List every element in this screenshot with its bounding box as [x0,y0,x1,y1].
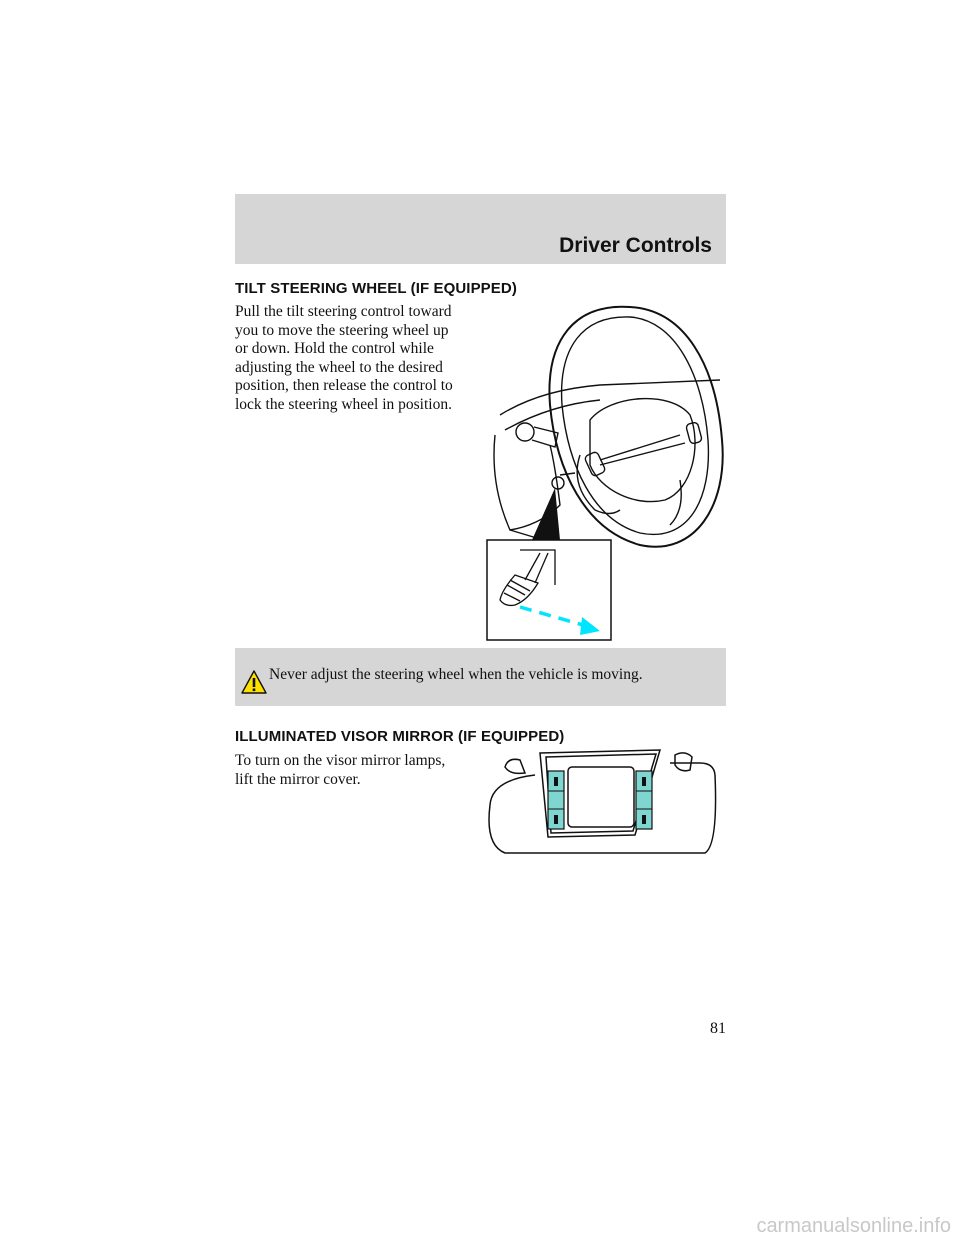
tilt-line: lock the steering wheel in position. [235,395,452,413]
visor-heading: ILLUMINATED VISOR MIRROR (IF EQUIPPED) [235,728,565,745]
lamp-right [635,770,653,830]
steering-wheel-illustration [486,305,724,641]
visor-mirror-illustration [488,749,717,854]
warning-text: Never adjust the steering wheel when the… [269,666,643,683]
tilt-line: position, then release the control to [235,377,453,394]
tilt-line: Pull the tilt steering control toward [235,303,452,320]
tilt-line: or down. Hold the control while [235,340,434,357]
visor-line: lift the mirror cover. [235,770,361,788]
visor-line: To turn on the visor mirror lamps, [235,752,446,769]
section-header-band: Driver Controls [235,194,726,264]
tilt-heading: TILT STEERING WHEEL (IF EQUIPPED) [235,280,517,297]
watermark: carmanualsonline.info [756,1215,951,1237]
warning-box: Never adjust the steering wheel when the… [235,648,726,706]
visor-paragraph: To turn on the visor mirror lamps, lift … [235,752,445,789]
tilt-paragraph: Pull the tilt steering control toward yo… [235,303,453,414]
warning-triangle-icon [241,670,267,694]
tilt-line: you to move the steering wheel up [235,321,449,339]
section-title: Driver Controls [559,234,712,257]
lamp-left [547,770,565,830]
tilt-line: adjusting the wheel to the desired [235,358,443,376]
page-number: 81 [710,1020,726,1037]
